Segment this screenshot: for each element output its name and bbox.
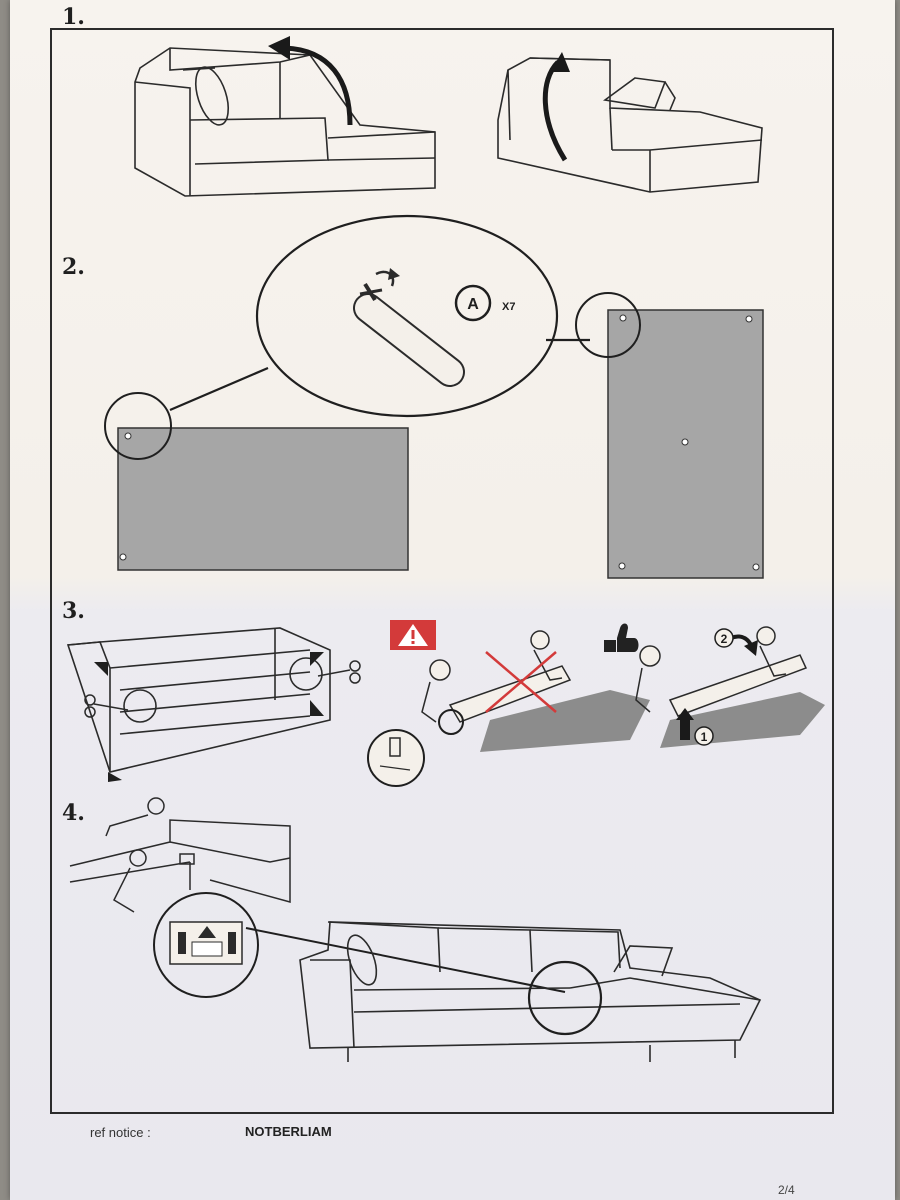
- step-4-bracket-magnifier: [154, 893, 565, 997]
- step-1-sofa-right: [498, 58, 762, 192]
- step-3-correct-lift: 2 1: [636, 627, 825, 748]
- svg-text:1: 1: [701, 730, 708, 744]
- page-number: 2/4: [778, 1183, 795, 1197]
- step-2-panel-right: [576, 293, 763, 578]
- warning-icon: [390, 620, 436, 650]
- instruction-sheet: 1. 2. 3. 4.: [10, 0, 895, 1200]
- step-3-wrong-lift: [368, 631, 650, 786]
- step-4-corner-scene: [70, 798, 290, 912]
- illustrations: A X7: [10, 0, 895, 1200]
- step-1-sofa-left: [135, 48, 435, 196]
- thumbs-up-icon: [604, 624, 639, 653]
- svg-text:2: 2: [721, 632, 728, 646]
- part-a-quantity: X7: [502, 301, 515, 313]
- ref-notice-value: NOTBERLIAM: [245, 1124, 332, 1139]
- ref-notice-label: ref notice :: [90, 1125, 151, 1140]
- step-3-package: [68, 628, 330, 772]
- step-2-panel-left: [105, 393, 408, 570]
- step-4-sectional-sofa: [300, 922, 760, 1062]
- step-1-arrow-right: [545, 52, 570, 160]
- part-a-letter: A: [467, 296, 479, 313]
- screw-leg-icon: [360, 268, 450, 372]
